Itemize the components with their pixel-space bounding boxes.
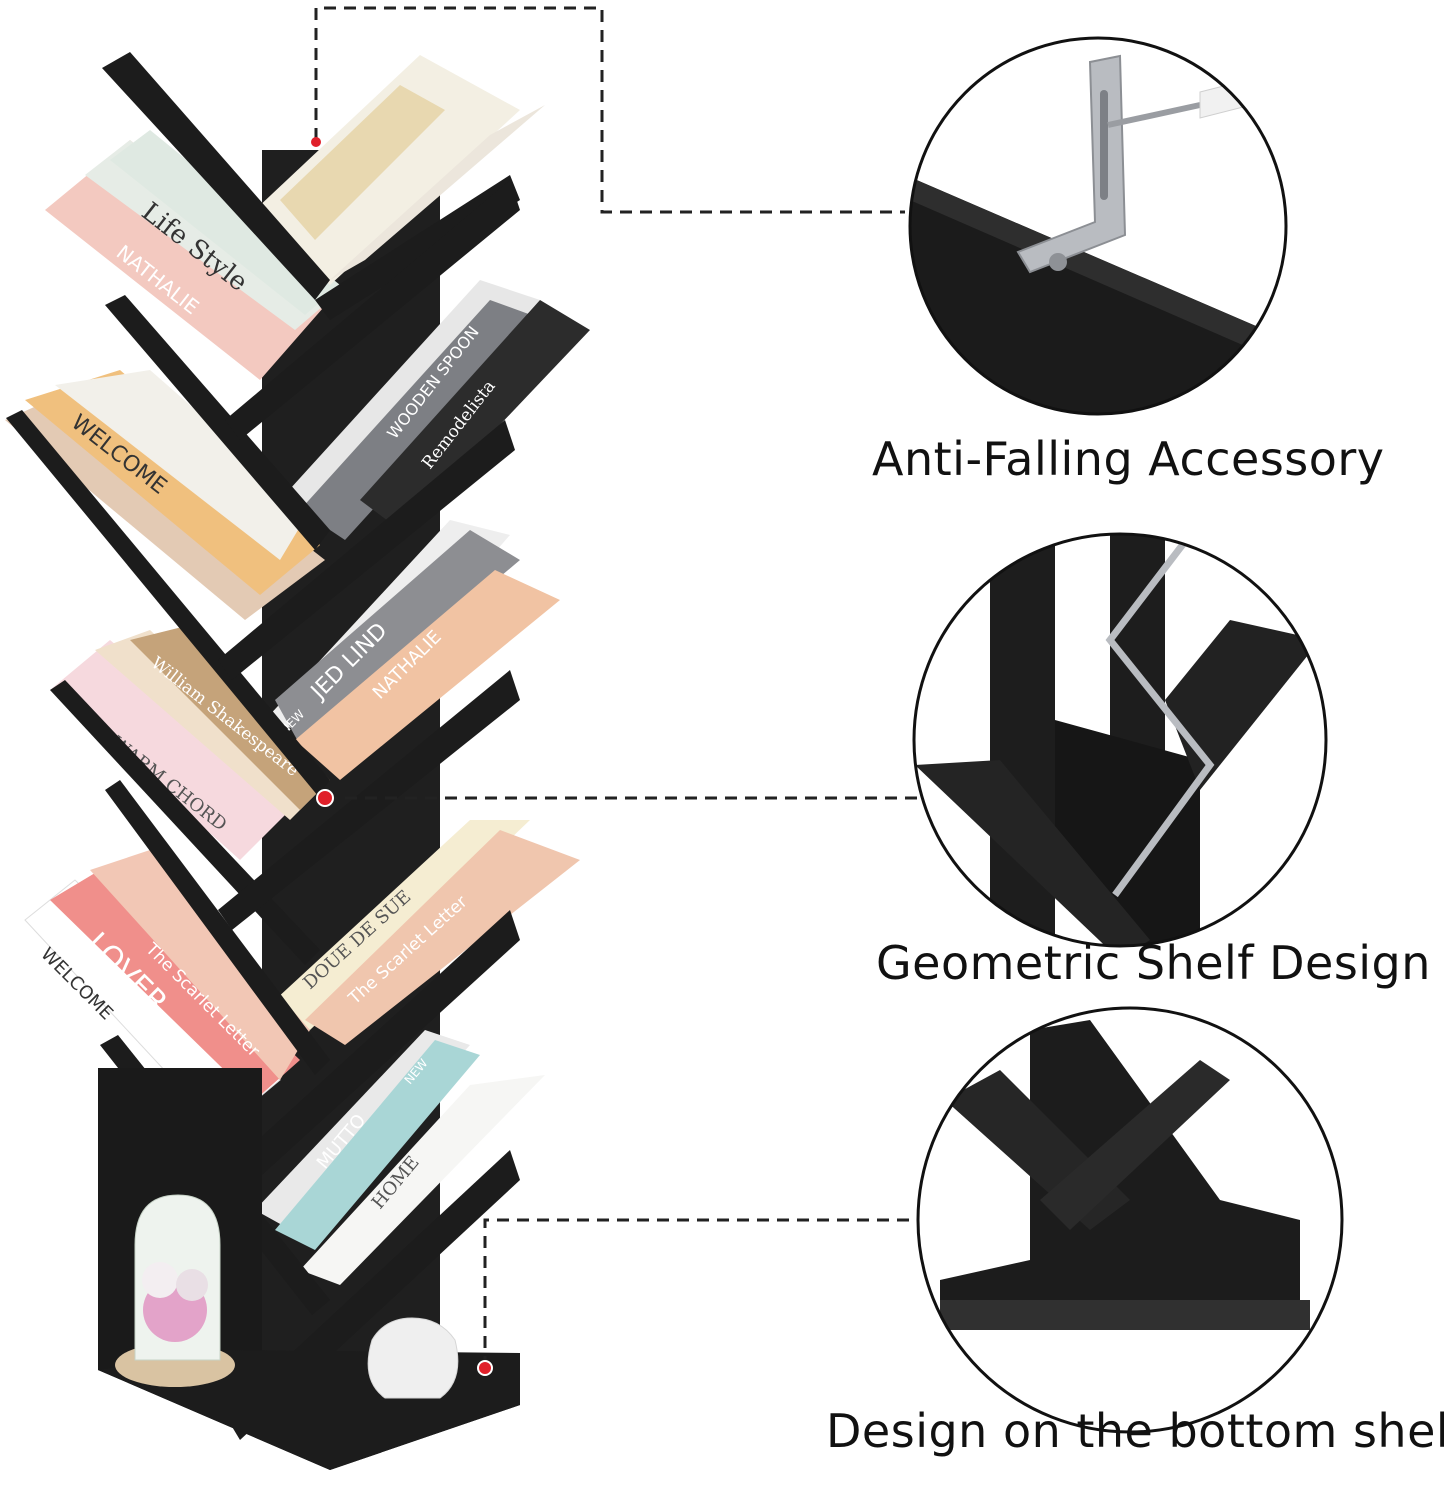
marker-dot-3 — [477, 1360, 493, 1376]
detail-circle-anti-falling — [908, 36, 1288, 416]
books-tier-1-left: Life Style NATHALIE — [45, 130, 340, 380]
books-tier-1-right — [255, 55, 545, 285]
caption-bottom-shelf-design: Design on the bottom shelf — [826, 1404, 1444, 1458]
leader-line-3 — [483, 1218, 912, 1368]
tree-bookshelf: Life Style NATHALIE WELCOME WOODEN SPOON… — [5, 52, 590, 1470]
books-tier-5-right: MUTTO HOME NEW — [255, 1030, 545, 1285]
leader-lines — [314, 6, 920, 1368]
detail-circle-geometric — [912, 532, 1328, 948]
marker-dot-1 — [311, 137, 321, 147]
vase-decor — [367, 1317, 459, 1399]
metal-bracket-icon — [1016, 54, 1127, 274]
books-tier-4-left: WELCOME LOVER The Scarlet Letter — [24, 850, 310, 1131]
caption-geometric-shelf-design: Geometric Shelf Design — [876, 936, 1431, 990]
caption-anti-falling-accessory: Anti-Falling Accessory — [872, 432, 1385, 486]
glass-dome-decor — [115, 1194, 235, 1387]
leader-line-1 — [314, 6, 905, 214]
books-tier-2-right: WOODEN SPOON Remodelista — [280, 280, 590, 540]
books-tier-3-right: JED LIND NATHALIE NEW — [265, 520, 560, 780]
books-tier-2-left: WELCOME — [5, 370, 325, 620]
marker-dot-2 — [316, 789, 334, 807]
books-tier-3-left: William Shakespeare WARM CHORD — [50, 625, 330, 860]
detail-circle-bottom — [916, 1006, 1344, 1434]
